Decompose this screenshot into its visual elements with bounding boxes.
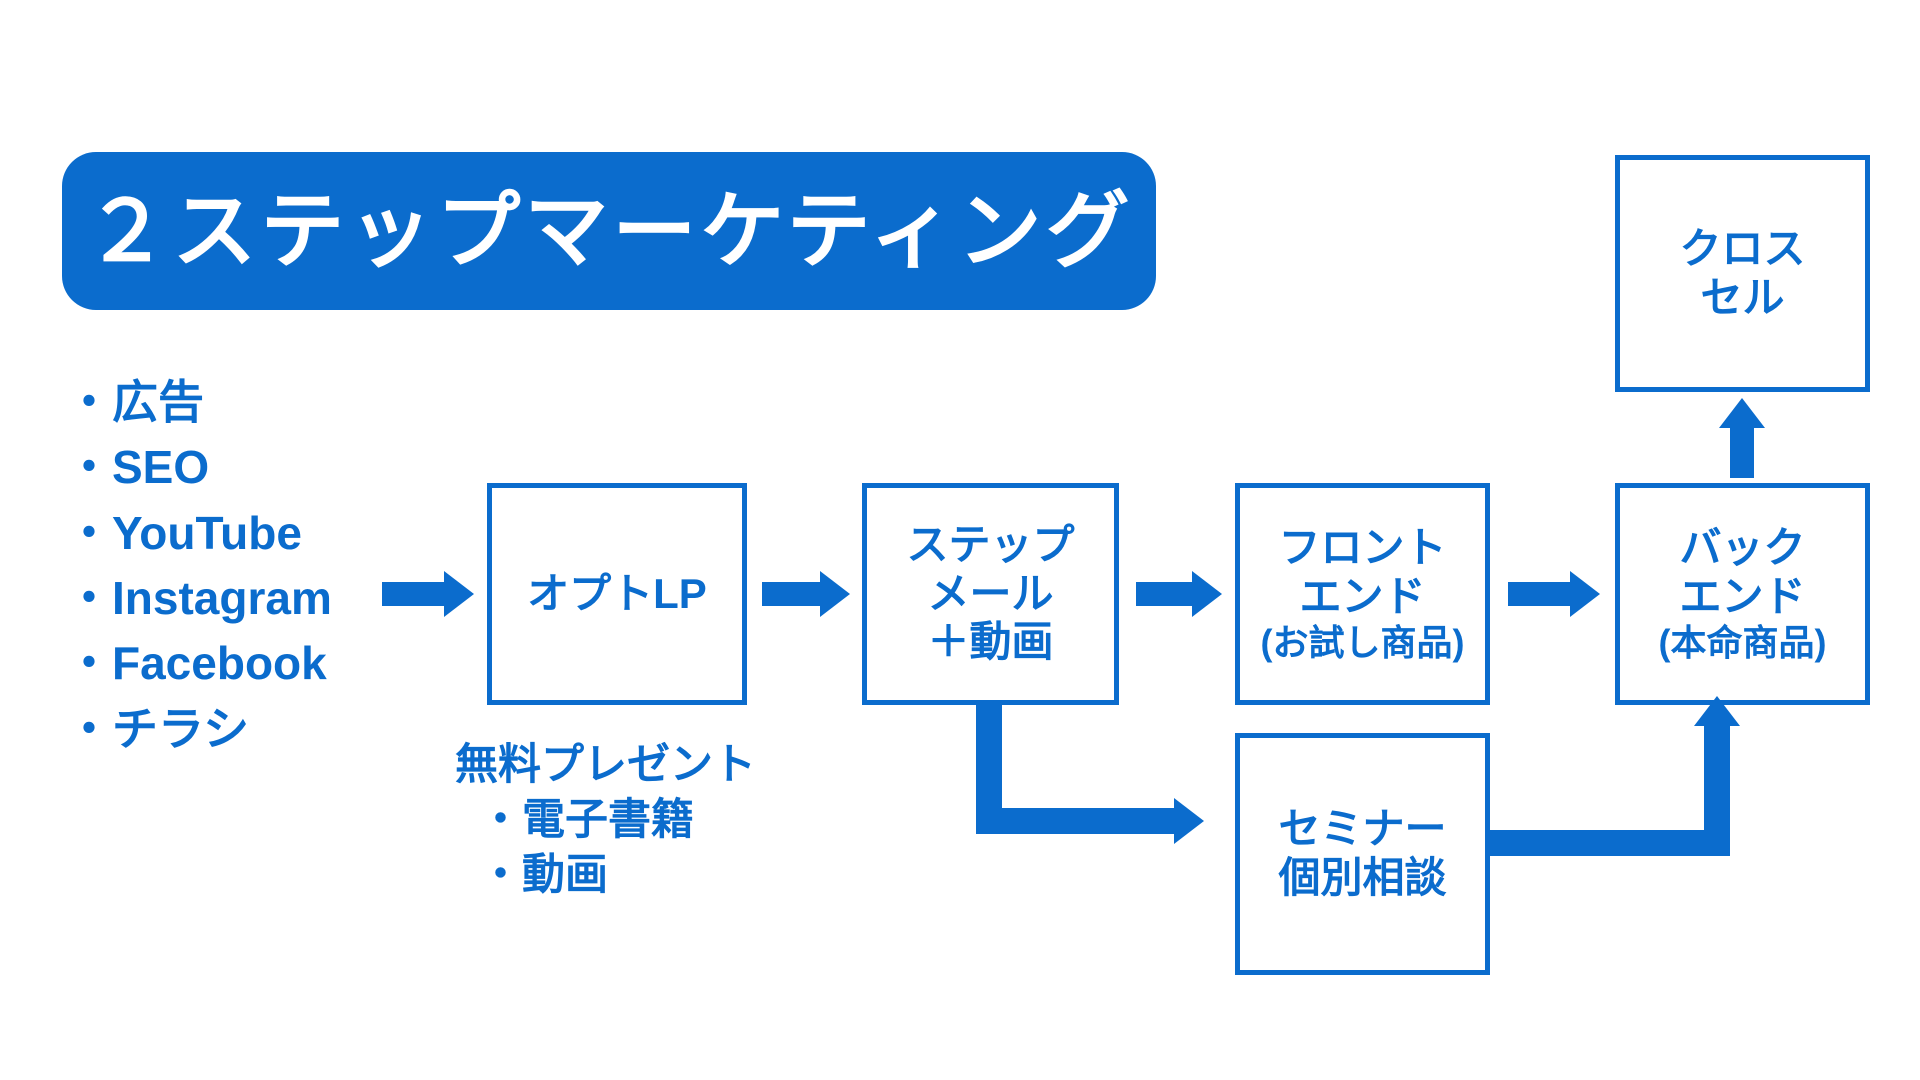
- arrow-head: [1174, 798, 1204, 844]
- arrow-step-mail-to-frontend-icon: [1136, 571, 1222, 617]
- node-seminar: セミナー 個別相談: [1235, 733, 1490, 975]
- node-step-mail-line: ＋動画: [927, 618, 1054, 666]
- node-backend: バック エンド (本命商品): [1615, 483, 1870, 705]
- list-item: ・SEO: [66, 441, 210, 494]
- arrow-shaft: [1136, 582, 1192, 606]
- node-frontend: フロント エンド (お試し商品): [1235, 483, 1490, 705]
- arrow-segment-vertical: [1704, 726, 1730, 856]
- arrow-shaft: [762, 582, 820, 606]
- node-seminar-line: セミナー: [1278, 805, 1447, 853]
- arrow-head: [1192, 571, 1222, 617]
- node-backend-line: エンド: [1679, 573, 1806, 621]
- list-item: ・チラシ: [66, 702, 250, 755]
- arrow-seminar-to-backend-icon: [1490, 690, 1755, 856]
- arrow-head: [1694, 696, 1740, 726]
- arrow-shaft: [1508, 582, 1570, 606]
- list-item: ・YouTube: [66, 506, 302, 559]
- node-step-mail: ステップ メール ＋動画: [862, 483, 1119, 705]
- opt-lp-caption-head: 無料プレゼント: [455, 741, 756, 789]
- arrow-head: [1719, 398, 1765, 428]
- arrow-frontend-to-backend-icon: [1508, 571, 1600, 617]
- node-step-mail-line: メール: [927, 569, 1054, 617]
- arrow-step-mail-to-seminar-icon: [976, 705, 1238, 860]
- node-seminar-line: 個別相談: [1278, 854, 1447, 901]
- node-opt-lp-label: オプトLP: [527, 569, 707, 617]
- node-backend-note: (本命商品): [1658, 621, 1827, 663]
- title-banner: ２ステップマーケティング: [62, 152, 1156, 310]
- node-opt-lp: オプトLP: [487, 483, 747, 705]
- arrow-shaft: [382, 582, 444, 606]
- traffic-source-list: ・広告 ・SEO ・YouTube ・Instagram ・Facebook ・…: [66, 370, 396, 762]
- arrow-segment-horizontal: [976, 808, 1174, 834]
- node-cross-sell-line: クロス: [1679, 224, 1806, 272]
- node-frontend-line: エンド: [1299, 573, 1426, 621]
- node-cross-sell: クロス セル: [1615, 155, 1870, 392]
- arrow-head: [820, 571, 850, 617]
- arrow-opt-lp-to-step-mail-icon: [762, 571, 850, 617]
- node-step-mail-line: ステップ: [906, 520, 1075, 568]
- list-item: ・Facebook: [66, 637, 327, 690]
- arrow-head: [1570, 571, 1600, 617]
- arrow-shaft: [1730, 426, 1754, 478]
- arrow-backend-to-cross-sell-icon: [1719, 398, 1765, 478]
- node-frontend-note: (お試し商品): [1260, 621, 1465, 663]
- page-title: ２ステップマーケティング: [84, 184, 1134, 278]
- node-frontend-line: フロント: [1278, 524, 1447, 572]
- opt-lp-caption: 無料プレゼント ・電子書籍 ・動画: [455, 738, 855, 903]
- opt-lp-caption-item: ・電子書籍: [479, 796, 694, 845]
- node-backend-line: バック: [1679, 524, 1806, 572]
- opt-lp-caption-item: ・動画: [479, 851, 608, 900]
- node-cross-sell-line: セル: [1700, 273, 1785, 321]
- list-item: ・広告: [66, 376, 204, 428]
- arrow-segment-horizontal: [1490, 830, 1730, 856]
- arrow-head: [444, 571, 474, 617]
- list-item: ・Instagram: [66, 571, 332, 624]
- arrow-source-to-opt-lp-icon: [382, 571, 474, 617]
